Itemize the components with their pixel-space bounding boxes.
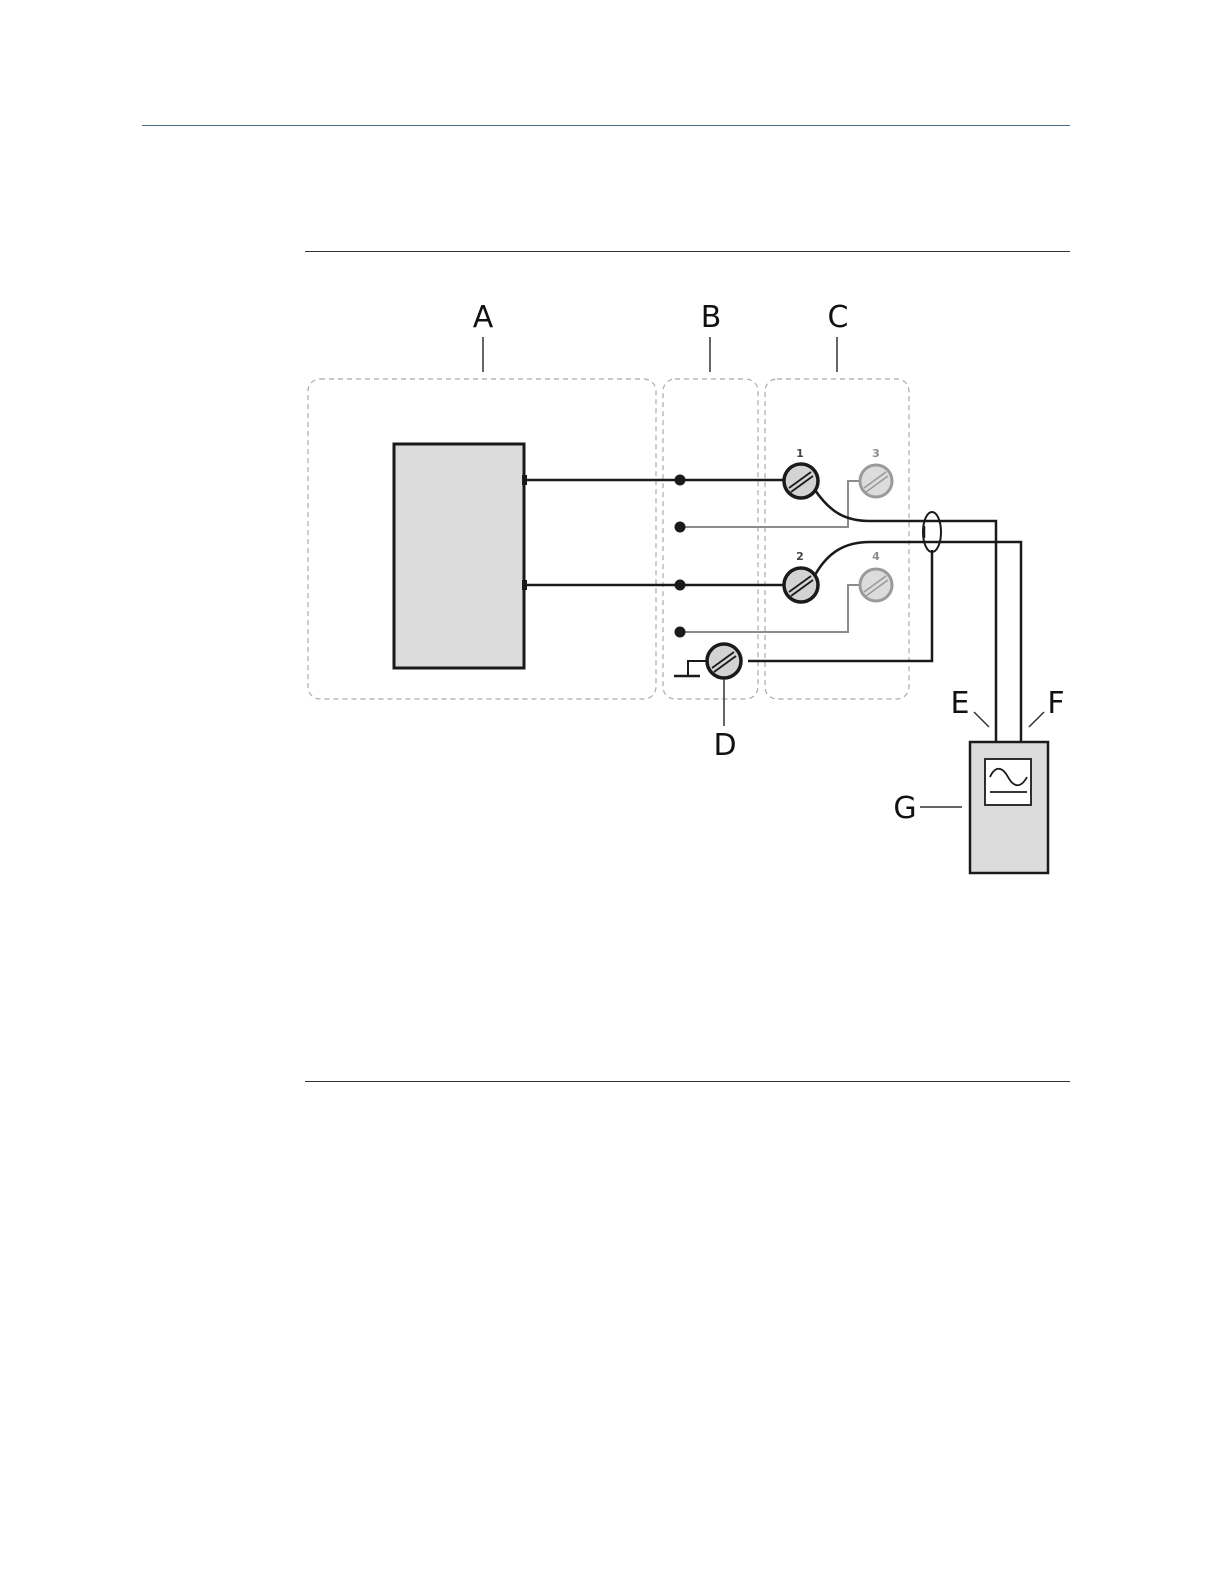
callout-c: C xyxy=(828,300,849,335)
ground-terminal xyxy=(707,644,741,678)
callout-b: B xyxy=(701,300,722,335)
terminal-4-number: 4 xyxy=(872,550,880,563)
terminal-3 xyxy=(860,465,892,497)
terminal-2-number: 2 xyxy=(796,550,804,563)
junction-dot xyxy=(675,580,686,591)
terminal-4 xyxy=(860,569,892,601)
callout-a: A xyxy=(473,300,494,335)
terminal-3-number: 3 xyxy=(872,447,880,460)
terminal-1 xyxy=(784,464,818,498)
ground-icon xyxy=(674,661,707,676)
wire-terminal-3 xyxy=(680,481,862,527)
junction-dot xyxy=(675,522,686,533)
cable-shield xyxy=(923,512,941,552)
terminal-1-number: 1 xyxy=(796,447,804,460)
shield-drain-wire xyxy=(748,550,932,661)
wire-terminal-4 xyxy=(680,585,862,632)
leader-f xyxy=(1029,712,1044,727)
callout-f: F xyxy=(1047,686,1064,721)
junction-dot xyxy=(675,475,686,486)
terminal-2 xyxy=(784,568,818,602)
zone-c xyxy=(765,379,909,699)
callout-d: D xyxy=(713,728,736,763)
callout-g: G xyxy=(893,791,916,826)
junction-dot xyxy=(675,627,686,638)
leader-e xyxy=(974,712,989,727)
cable-lead-f xyxy=(815,542,1021,742)
device-box xyxy=(394,444,524,668)
callout-e: E xyxy=(951,686,970,721)
